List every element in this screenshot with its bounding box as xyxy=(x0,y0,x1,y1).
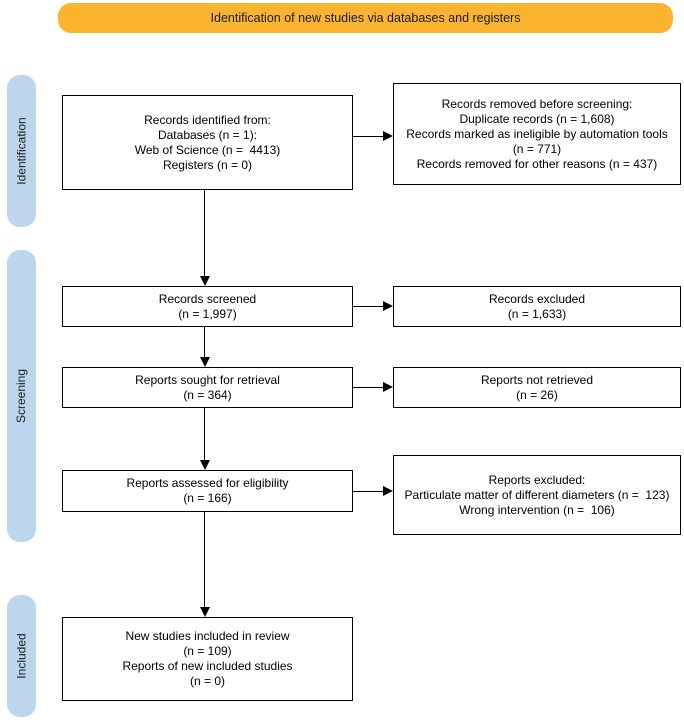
box-line: Records identified from: xyxy=(144,112,271,127)
box-line: Wrong intervention (n = 106) xyxy=(459,502,615,517)
banner-label: Identification of new studies via databa… xyxy=(210,11,521,25)
box-records-excluded: Records excluded (n = 1,633) xyxy=(393,286,681,327)
box-line: Reports assessed for eligibility xyxy=(126,476,289,490)
box-line: Reports not retrieved xyxy=(480,372,594,387)
box-line: Registers (n = 0) xyxy=(162,157,253,172)
box-line: (n = 364) xyxy=(183,387,232,402)
box-line: (n = 1,633) xyxy=(507,306,567,321)
box-line: Records excluded xyxy=(488,291,586,306)
box-reports-not-retrieved: Reports not retrieved (n = 26) xyxy=(393,367,681,408)
stage-label-text: Included xyxy=(14,633,29,679)
box-line: Databases (n = 1): xyxy=(157,127,258,142)
box-records-screened: Records screened (n = 1,997) xyxy=(62,286,353,327)
box-reports-assessed: Reports assessed for eligibility (n = 16… xyxy=(62,470,353,512)
arrow-right-icon xyxy=(383,382,393,392)
box-line: (n = 0) xyxy=(189,674,225,688)
stage-label-included: Included xyxy=(7,595,36,717)
box-line: (n = 109) xyxy=(183,644,232,658)
box-line: Web of Science (n = 4413) xyxy=(134,142,281,157)
arrow-line-identified-to-screened xyxy=(204,190,205,277)
arrow-right-icon xyxy=(383,131,393,141)
box-line: Records removed before screening: xyxy=(441,96,633,111)
box-line: Records marked as ineligible by automati… xyxy=(406,126,672,156)
box-line: Reports excluded: xyxy=(488,472,586,487)
box-line: Duplicate records (n = 1,608) xyxy=(459,111,615,126)
arrow-down-icon xyxy=(200,276,210,286)
box-line: Particulate matter of different diameter… xyxy=(404,487,670,502)
arrow-line-screened-to-sought xyxy=(204,327,205,358)
box-line: Reports of new included studies xyxy=(122,659,293,673)
box-line: Records screened xyxy=(158,291,257,306)
stage-label-text: Screening xyxy=(14,368,29,424)
box-line: (n = 166) xyxy=(183,491,232,505)
box-line: (n = 1,997) xyxy=(178,306,237,321)
box-records-identified: Records identified from: Databases (n = … xyxy=(62,95,353,190)
box-line: Records removed for other reasons (n = 4… xyxy=(416,156,658,171)
stage-label-text: Identification xyxy=(14,117,29,185)
arrow-right-icon xyxy=(383,301,393,311)
stage-label-identification: Identification xyxy=(7,75,36,227)
banner-databases-registers: Identification of new studies via databa… xyxy=(58,3,673,33)
box-line: (n = 26) xyxy=(516,387,558,402)
arrow-line-assessed-to-included xyxy=(204,512,205,608)
arrow-line-sought-to-assessed xyxy=(204,408,205,461)
arrow-down-icon xyxy=(200,607,210,617)
arrow-line-identified-to-removed xyxy=(353,136,384,137)
arrow-down-icon xyxy=(200,460,210,470)
arrow-down-icon xyxy=(200,357,210,367)
box-new-studies-included: New studies included in review (n = 109)… xyxy=(62,617,353,701)
stage-label-screening: Screening xyxy=(7,250,36,542)
box-reports-sought: Reports sought for retrieval (n = 364) xyxy=(62,367,353,408)
box-reports-excluded: Reports excluded: Particulate matter of … xyxy=(393,455,681,535)
box-line: New studies included in review xyxy=(125,629,290,643)
arrow-line-assessed-to-repexcluded xyxy=(353,491,384,492)
arrow-line-sought-to-notretrieved xyxy=(353,387,384,388)
arrow-right-icon xyxy=(383,486,393,496)
arrow-line-screened-to-excluded xyxy=(353,306,384,307)
box-line: Reports sought for retrieval xyxy=(135,372,280,387)
box-records-removed-before-screening: Records removed before screening: Duplic… xyxy=(393,83,681,185)
